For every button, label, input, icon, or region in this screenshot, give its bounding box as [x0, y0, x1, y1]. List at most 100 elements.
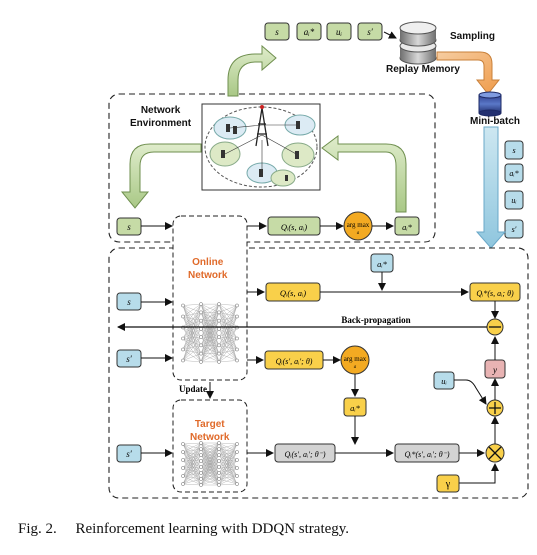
network-neuron [199, 483, 203, 487]
env-action-box [394, 216, 420, 236]
network-edge [182, 345, 202, 361]
network-neuron [199, 327, 203, 331]
network-edge [218, 459, 238, 468]
network-edge [182, 448, 202, 469]
network-edge [182, 466, 202, 477]
batch-s-text: s [512, 146, 515, 155]
batch-a-text: aᵢ* [509, 169, 518, 178]
network-edge [218, 451, 238, 468]
env-action-text: aᵢ* [402, 222, 413, 232]
batch-box-sprime [504, 219, 524, 239]
network-edge [200, 304, 220, 329]
gamma-text: γ [445, 479, 451, 490]
network-edge [218, 305, 238, 362]
argmax-env-text: arg max [347, 221, 370, 229]
network-edge [182, 454, 202, 461]
network-edge [218, 443, 238, 474]
target-y-text: y [492, 365, 497, 375]
network-edge [200, 345, 220, 363]
network-edge [200, 442, 220, 456]
network-edge [218, 327, 238, 362]
network-edge [182, 467, 202, 480]
tuple-box-s [264, 22, 290, 41]
network-edge [182, 336, 202, 350]
target-network-graph [181, 441, 239, 487]
network-edge [218, 337, 238, 361]
network-neuron [235, 358, 239, 363]
network-edge [218, 443, 238, 456]
network-edge [200, 442, 220, 486]
network-neuron [181, 474, 185, 478]
batch-action-text: aᵢ* [377, 259, 388, 269]
mini-batch-label: Mini-batch [470, 116, 520, 127]
network-edge [218, 443, 238, 450]
network-edge [218, 451, 238, 474]
network-edge [218, 451, 238, 480]
network-edge [200, 304, 220, 346]
network-neuron [235, 347, 239, 352]
network-neuron [181, 466, 185, 470]
network-neuron [235, 336, 239, 341]
network-edge [200, 353, 220, 363]
network-edge [200, 304, 220, 354]
arrow-reward-to-plus [454, 379, 487, 405]
network-neuron [181, 442, 185, 446]
network-neuron [217, 453, 221, 457]
batch-sprime-text: s′ [512, 225, 517, 234]
network-edge [200, 328, 220, 362]
q-target-text: Qᵢ(s′, aᵢ′; θ⁻) [284, 450, 325, 459]
network-neuron [217, 477, 221, 481]
tuple-box-a [296, 22, 322, 41]
figure-caption: Fig. 2. Reinforcement learning with DDQN… [18, 521, 350, 537]
selected-action-text: aᵢ* [350, 403, 361, 413]
network-edge [218, 327, 238, 330]
network-edge [200, 442, 220, 480]
network-neuron [217, 343, 221, 348]
network-edge [182, 466, 202, 469]
batch-box-s [504, 140, 524, 160]
network-edge [200, 460, 220, 486]
batch-box-a [504, 163, 524, 183]
network-edge [218, 459, 238, 474]
tuple-sprime-text: s′ [367, 27, 374, 37]
network-edge [218, 483, 238, 486]
network-edge [218, 443, 238, 468]
network-neuron [181, 303, 185, 308]
network-edge [218, 338, 238, 354]
network-edge [218, 349, 238, 363]
sampling-arrow [436, 51, 501, 95]
action-to-env-arrow [321, 135, 407, 213]
network-edge [182, 304, 202, 361]
network-edge [218, 305, 238, 346]
network-edge [182, 475, 202, 480]
network-neuron [181, 482, 185, 486]
network-edge [182, 338, 202, 354]
network-edge [182, 467, 202, 474]
network-edge [182, 360, 202, 363]
network-edge [218, 316, 238, 354]
network-edge [182, 312, 202, 339]
network-neuron [181, 336, 185, 341]
network-neuron [217, 318, 221, 323]
network-edge [200, 337, 220, 362]
network-edge [182, 320, 202, 350]
network-edge [218, 305, 238, 338]
network-edge [218, 472, 238, 485]
network-neuron [217, 465, 221, 469]
batch-box-u [504, 190, 524, 210]
network-edge [182, 459, 202, 462]
network-edge [218, 451, 238, 486]
network-neuron [235, 466, 239, 470]
network-edge [218, 467, 238, 474]
reward-text: uᵢ [441, 376, 447, 386]
network-edge [218, 466, 238, 469]
network-neuron [199, 453, 203, 457]
network-neuron [217, 471, 221, 475]
network-environment-box [108, 93, 436, 243]
network-neuron [235, 482, 239, 486]
network-neuron [217, 302, 221, 306]
network-edge [218, 320, 238, 328]
network-neuron [217, 447, 221, 451]
network-neuron [199, 471, 203, 475]
